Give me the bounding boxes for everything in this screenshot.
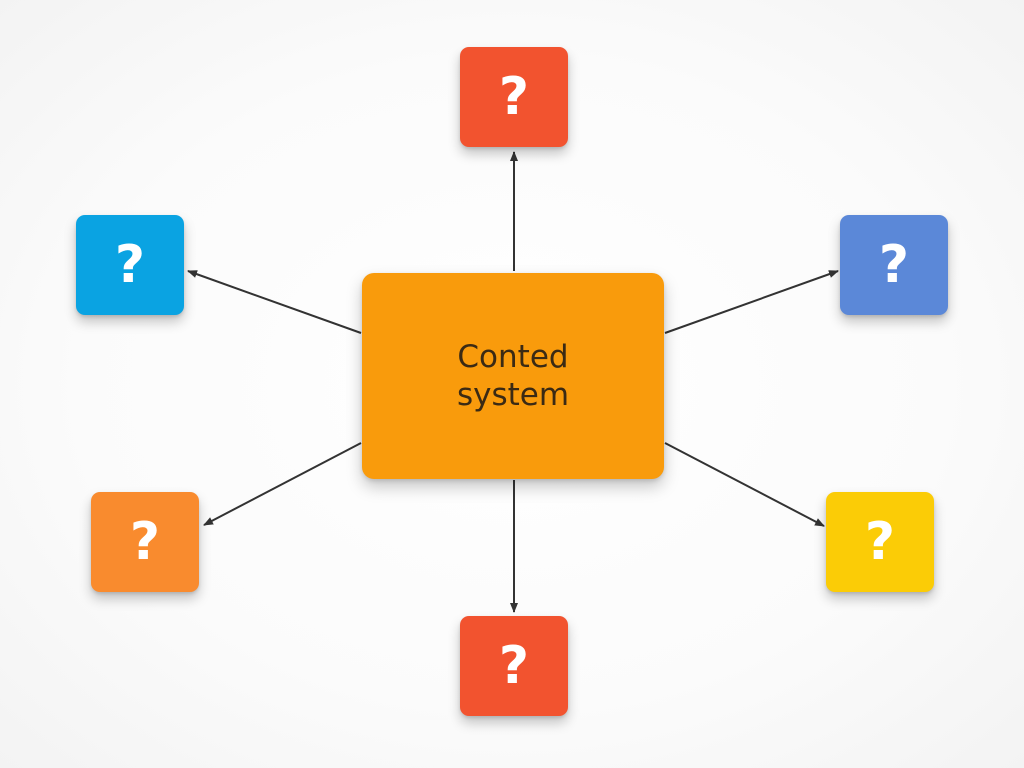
central-node: Conted system (362, 273, 664, 479)
arrow-to-lower-right (664, 442, 825, 527)
unknown-node-bottom: ? (460, 616, 568, 716)
question-mark-icon: ? (498, 636, 530, 696)
unknown-node-lower-right: ? (826, 492, 934, 592)
unknown-node-lower-left: ? (91, 492, 199, 592)
unknown-node-top: ? (460, 47, 568, 147)
question-mark-icon: ? (864, 512, 896, 572)
central-node-label-line1: Conted (457, 339, 569, 375)
question-mark-icon: ? (114, 235, 146, 295)
unknown-node-upper-left: ? (76, 215, 184, 315)
question-mark-icon: ? (878, 235, 910, 295)
unknown-node-upper-right: ? (840, 215, 948, 315)
central-node-label-line2: system (456, 377, 570, 413)
question-mark-icon: ? (498, 67, 530, 127)
arrow-to-upper-right (664, 270, 839, 334)
question-mark-icon: ? (129, 512, 161, 572)
arrow-to-upper-left (187, 270, 362, 334)
arrow-to-lower-left (203, 442, 362, 526)
